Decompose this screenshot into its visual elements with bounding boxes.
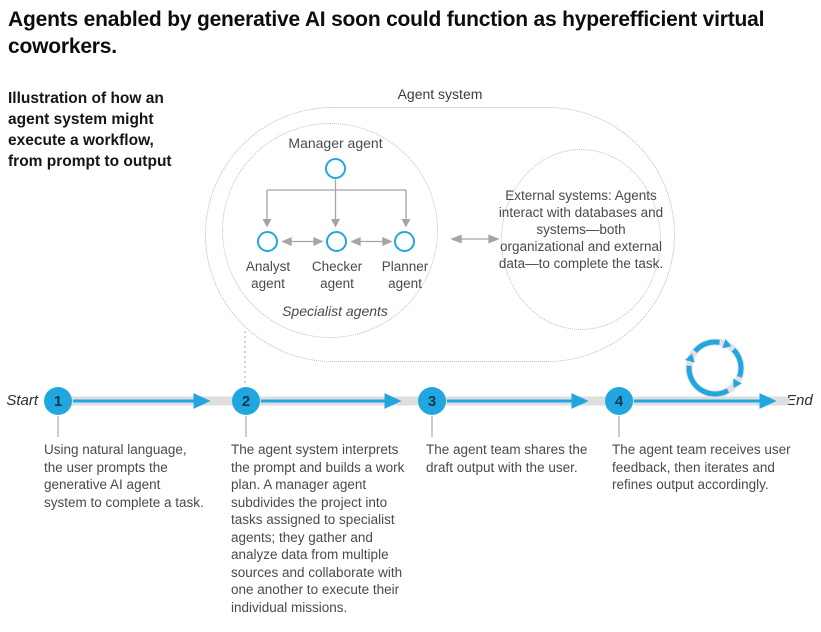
step-4-marker: 4: [605, 387, 633, 415]
analyst-agent-icon: [257, 231, 278, 252]
timeline-start-label: Start: [6, 392, 38, 409]
external-systems-boundary: [501, 149, 661, 330]
analyst-agent-label: Analyst agent: [245, 259, 291, 291]
step-3-description: The agent team shares the draft output w…: [426, 442, 588, 475]
manager-agent-label: Manager agent: [288, 135, 383, 151]
agent-system-boundary: [205, 107, 675, 362]
step-3-marker: 3: [418, 387, 446, 415]
chart-subtitle: Illustration of how an agent system migh…: [8, 90, 172, 170]
checker-agent-icon: [326, 231, 347, 252]
step-1-marker: 1: [44, 387, 72, 415]
manager-agent-icon: [325, 158, 346, 179]
timeline-end-label: End: [786, 392, 813, 409]
step-2-marker: 2: [232, 387, 260, 415]
page-title: Agents enabled by generative AI soon cou…: [8, 8, 765, 58]
planner-agent-label: Planner agent: [381, 259, 429, 291]
agent-system-label: Agent system: [397, 86, 483, 102]
specialist-agents-boundary: [222, 123, 438, 338]
external-systems-text: External systems: Agents interact with d…: [498, 188, 664, 271]
checker-agent-label: Checker agent: [311, 259, 363, 291]
planner-agent-icon: [394, 231, 415, 252]
specialist-agents-caption: Specialist agents: [282, 303, 388, 319]
step-2-description: The agent system interprets the prompt a…: [231, 442, 405, 615]
step-4-description: The agent team receives user feedback, t…: [612, 442, 791, 492]
step-1-description: Using natural language, the user prompts…: [44, 442, 204, 510]
step-tick-marks: [57, 416, 620, 437]
iteration-loop-icon: [685, 338, 745, 398]
